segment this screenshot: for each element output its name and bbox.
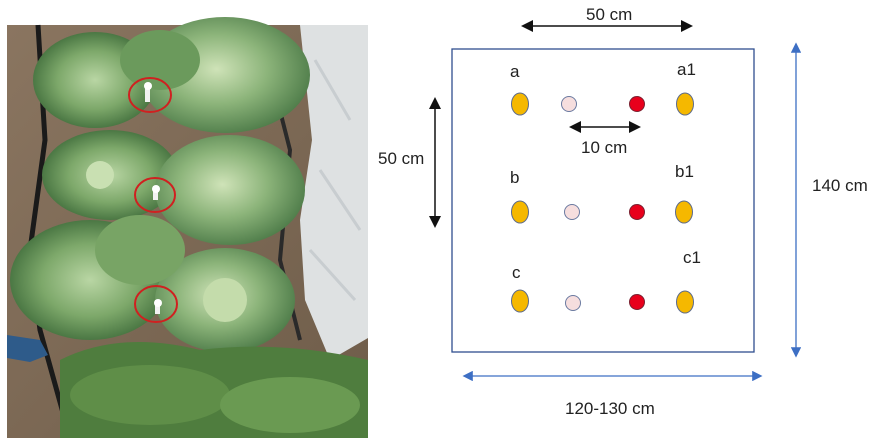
- plot-box: [451, 48, 755, 353]
- plant-marker-c: [511, 289, 529, 313]
- row-label-b: b: [510, 168, 519, 187]
- plant-marker-b: [511, 200, 529, 224]
- row-label-c: c: [512, 263, 521, 282]
- cabbage-plants: [10, 17, 310, 352]
- left-dimension-label: 50 cm: [378, 149, 424, 168]
- row-label-a1: a1: [677, 60, 696, 79]
- row-label-c1: c1: [683, 248, 701, 267]
- plant-marker-b1: [675, 200, 693, 224]
- marker-row-a: [511, 92, 694, 116]
- red-marker-b: [629, 204, 645, 220]
- marker-row-b: [511, 200, 693, 224]
- top-dimension-label: 50 cm: [586, 5, 632, 24]
- plant-marker-a: [511, 92, 529, 116]
- bottom-dimension-label: 120-130 cm: [565, 399, 655, 418]
- plant-marker-c1: [676, 290, 694, 314]
- sensor-highlights: [128, 77, 178, 323]
- pale-marker-b: [564, 204, 580, 220]
- row-label-b1: b1: [675, 162, 694, 181]
- right-dimension-label: 140 cm: [812, 176, 868, 195]
- red-marker-a: [629, 96, 645, 112]
- red-marker-c: [629, 294, 645, 310]
- shoe: [7, 335, 48, 362]
- pale-marker-c: [565, 295, 581, 311]
- pale-marker-a: [561, 96, 577, 112]
- inner-dimension-label: 10 cm: [581, 138, 627, 157]
- plant-marker-a1: [676, 92, 694, 116]
- row-label-a: a: [510, 62, 520, 81]
- marker-row-c: [511, 289, 694, 314]
